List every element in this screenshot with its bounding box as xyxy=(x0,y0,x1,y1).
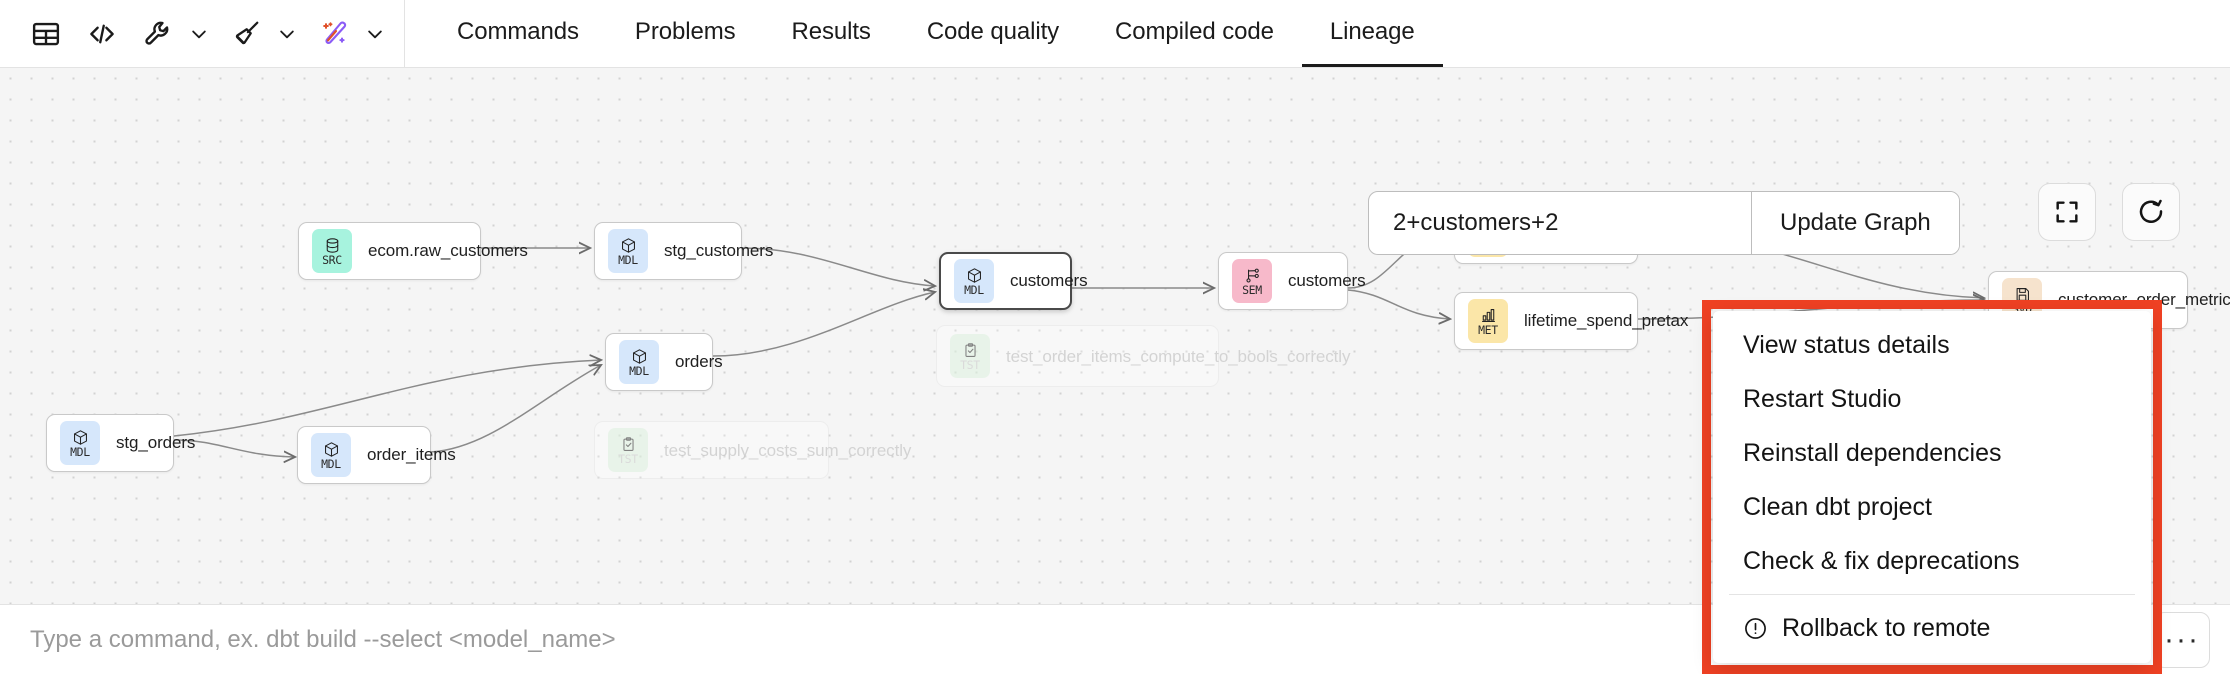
refresh-button[interactable] xyxy=(2122,183,2180,241)
code-view-icon[interactable] xyxy=(78,10,126,58)
node-label: ecom.raw_customers xyxy=(368,241,528,260)
node-type-badge-tst-icon: TST xyxy=(608,428,648,472)
node-type-badge-mdl-icon: MDL xyxy=(619,340,659,384)
context-menu-item-label: Clean dbt project xyxy=(1743,492,1933,521)
node-type-label: MDL xyxy=(618,252,638,267)
tab-commands[interactable]: Commands xyxy=(457,18,579,45)
broom-icon[interactable] xyxy=(222,10,270,58)
node-label: orders xyxy=(675,352,723,371)
node-type-label: MDL xyxy=(629,363,649,378)
command-input[interactable] xyxy=(0,605,1882,674)
fit-view-button[interactable] xyxy=(2038,183,2096,241)
tab-problems[interactable]: Problems xyxy=(634,18,736,45)
table-view-icon[interactable] xyxy=(22,10,70,58)
node-type-badge-mdl-icon: MDL xyxy=(608,229,648,273)
tab-lineage[interactable]: Lineage xyxy=(1301,0,1443,67)
more-options-button[interactable]: ··· xyxy=(2154,611,2210,668)
node-label: stg_orders xyxy=(116,433,196,452)
control-divider xyxy=(1751,192,1752,254)
node-label: test_supply_costs_sum_correctly xyxy=(664,440,912,460)
node-label: test_order_items_compute_to_bools_correc… xyxy=(1006,346,1351,366)
node-type-badge-met-icon: MET xyxy=(1468,299,1508,343)
lineage-node-orders[interactable]: MDL orders xyxy=(605,333,723,391)
context-menu-item-label: Restart Studio xyxy=(1743,385,1902,414)
node-type-badge-mdl-icon: MDL xyxy=(954,259,994,303)
lineage-node-stg_customers[interactable]: MDL stg_customers xyxy=(594,222,773,280)
node-type-label: SRC xyxy=(322,252,342,267)
context-menu-item-view-status-details[interactable]: View status details xyxy=(1713,319,2151,373)
node-label: lifetime_spend_pretax xyxy=(1524,311,1689,330)
lineage-node-customers_mdl[interactable]: MDL customers xyxy=(939,252,1088,310)
update-graph-button[interactable]: Update Graph xyxy=(1752,192,1959,254)
context-menu-item-check-fix-deprecations[interactable]: Check & fix deprecations xyxy=(1713,534,2151,588)
lineage-node-customers_sem[interactable]: SEM customers xyxy=(1218,252,1366,310)
graph-selector-control: Update Graph xyxy=(1368,191,1960,255)
lineage-node-stg_orders[interactable]: MDL stg_orders xyxy=(46,414,195,472)
magic-wand-icon[interactable] xyxy=(310,10,358,58)
context-menu-item-label: Reinstall dependencies xyxy=(1743,439,2002,468)
lineage-node-test_supply_costs[interactable]: TST test_supply_costs_sum_correctly xyxy=(594,421,911,479)
tab-code-quality[interactable]: Code quality xyxy=(926,18,1060,45)
context-menu-item-reinstall-dependencies[interactable]: Reinstall dependencies xyxy=(1713,427,2151,481)
chevron-down-icon-wrench[interactable] xyxy=(184,11,214,57)
lineage-node-ecom_raw_customers[interactable]: SRC ecom.raw_customers xyxy=(298,222,528,280)
node-type-label: SEM xyxy=(1242,282,1262,297)
node-label: order_items xyxy=(367,445,456,464)
context-menu-item-label: View status details xyxy=(1743,331,1950,360)
node-type-label: MDL xyxy=(321,456,341,471)
node-label: stg_customers xyxy=(664,241,774,260)
node-type-label: MET xyxy=(1478,322,1498,337)
node-type-badge-src-icon: SRC xyxy=(312,229,352,273)
lineage-node-test_order_items[interactable]: TST test_order_items_compute_to_bools_cor… xyxy=(936,325,1350,387)
tool-button-group xyxy=(0,0,405,67)
chevron-down-icon-broom[interactable] xyxy=(272,11,302,57)
node-type-badge-sem-icon: SEM xyxy=(1232,259,1272,303)
node-type-label: TST xyxy=(960,357,980,372)
context-menu-separator xyxy=(1729,594,2135,596)
chevron-down-icon-wand[interactable] xyxy=(360,11,390,57)
node-label: customers xyxy=(1288,271,1366,290)
wrench-icon[interactable] xyxy=(134,10,182,58)
context-menu-item-rollback-to-remote[interactable]: Rollback to remote xyxy=(1713,601,2151,655)
lineage-node-lifetime_spend_pretax[interactable]: MET lifetime_spend_pretax xyxy=(1454,292,1688,350)
context-menu-item-label: Check & fix deprecations xyxy=(1743,546,2020,575)
context-menu-item-clean-dbt-project[interactable]: Clean dbt project xyxy=(1713,481,2151,535)
tab-results[interactable]: Results xyxy=(791,18,871,45)
node-type-badge-mdl-icon: MDL xyxy=(60,421,100,465)
context-menu-item-restart-studio[interactable]: Restart Studio xyxy=(1713,373,2151,427)
node-type-label: MDL xyxy=(70,444,90,459)
node-label: customers xyxy=(1010,271,1088,290)
node-label: customer_order_metrics xyxy=(2058,290,2230,309)
lineage-node-order_items[interactable]: MDL order_items xyxy=(297,426,456,484)
tab-compiled-code[interactable]: Compiled code xyxy=(1115,18,1274,45)
more-options-label: ··· xyxy=(2164,622,2200,656)
node-type-badge-tst-icon: TST xyxy=(950,334,990,378)
top-toolbar: Commands Problems Results Code quality Compi… xyxy=(0,0,2230,68)
context-menu-item-label: Rollback to remote xyxy=(1782,613,1991,642)
node-type-label: TST xyxy=(618,451,638,466)
node-type-label: MDL xyxy=(964,282,984,297)
tab-bar: Commands Problems Results Code quality Compi… xyxy=(405,0,1443,67)
node-type-badge-mdl-icon: MDL xyxy=(311,433,351,477)
graph-selector-input[interactable] xyxy=(1369,192,1751,254)
alert-circle-icon xyxy=(1743,616,1768,641)
